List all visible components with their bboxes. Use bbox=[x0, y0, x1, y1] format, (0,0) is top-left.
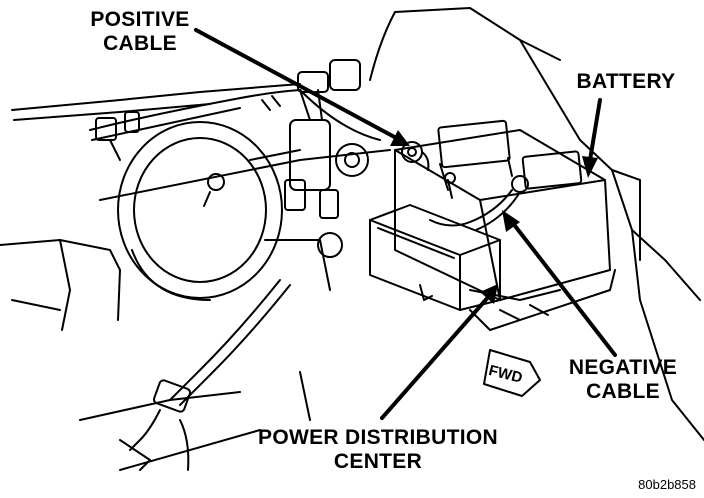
battery-label: BATTERY bbox=[556, 70, 696, 94]
negative-cable-label: NEGATIVE CABLE bbox=[548, 356, 698, 404]
positive-cable-arrowhead bbox=[390, 130, 410, 146]
positive-cable-leader bbox=[194, 28, 402, 142]
negative-cable-label-line1: NEGATIVE bbox=[568, 356, 678, 379]
battery-leader bbox=[588, 98, 602, 162]
negative-cable-leader bbox=[510, 220, 617, 357]
fender-outline bbox=[369, 7, 704, 441]
fwd-marker bbox=[483, 349, 541, 397]
positive-cable-label-line2: CABLE bbox=[103, 32, 177, 55]
figure-code: 80b2b858 bbox=[638, 477, 696, 492]
pdc-leader bbox=[380, 293, 492, 420]
arrow-heads bbox=[390, 130, 598, 304]
negative-cable-arrowhead bbox=[502, 210, 520, 232]
pdc-label-line1: POWER DISTRIBUTION bbox=[258, 426, 498, 449]
pdc-arrowhead bbox=[480, 284, 498, 304]
brake-booster bbox=[117, 121, 301, 301]
ground-cable bbox=[119, 279, 291, 471]
pdc-label-line2: CENTER bbox=[333, 450, 423, 473]
battery-label-text: BATTERY bbox=[576, 70, 676, 93]
battery-body bbox=[394, 119, 611, 301]
positive-cable-label-line1: POSITIVE bbox=[90, 8, 190, 31]
cowl-lines bbox=[0, 83, 391, 471]
battery-arrowhead bbox=[582, 156, 598, 178]
master-cylinder bbox=[264, 59, 369, 291]
power-distribution-center-label: POWER DISTRIBUTION CENTER bbox=[218, 426, 538, 474]
power-distribution-center-box bbox=[369, 204, 561, 311]
negative-cable-label-line2: CABLE bbox=[586, 380, 660, 403]
battery-tray bbox=[469, 269, 616, 331]
wiring-harness bbox=[89, 89, 381, 161]
battery-terminals bbox=[401, 141, 529, 231]
leader-arrows bbox=[194, 28, 617, 420]
positive-cable-label: POSITIVE CABLE bbox=[76, 8, 204, 56]
